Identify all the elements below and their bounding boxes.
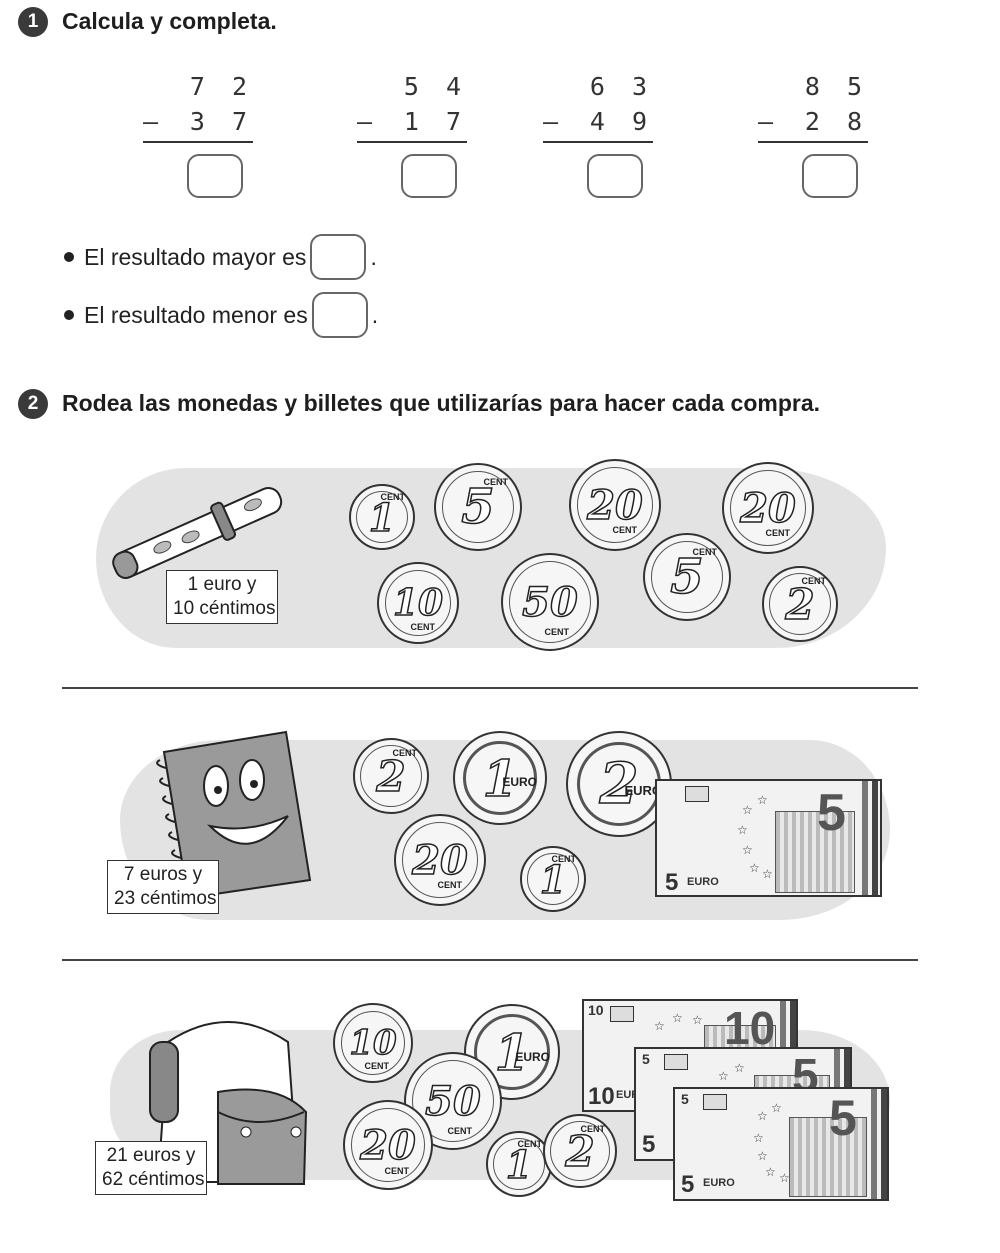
statement-max: El resultado mayor es .: [64, 234, 377, 280]
subtrahend: 2 8: [804, 107, 868, 136]
subtraction-3: 6 3 – 4 9: [543, 70, 653, 200]
separator-line: [62, 959, 918, 961]
statement-min: El resultado menor es .: [64, 292, 378, 338]
exercise-2-title: Rodea las monedas y billetes que utiliza…: [62, 390, 821, 416]
bullet-dot: [64, 310, 74, 320]
period: .: [371, 301, 379, 328]
price-line-2: 10 céntimos: [173, 598, 276, 619]
separator-line: [62, 687, 918, 689]
result-line: [543, 141, 653, 143]
minus-sign: –: [543, 107, 559, 136]
answer-box[interactable]: [401, 154, 457, 198]
minus-sign: –: [143, 107, 159, 136]
bill-5-euro[interactable]: ☆☆☆☆☆☆ 5 5 5 EURO: [673, 1087, 889, 1201]
minuend: 5 4: [403, 72, 467, 101]
minuend: 6 3: [589, 72, 653, 101]
price-tag-backpack: 21 euros y 62 céntimos: [95, 1141, 207, 1195]
min-answer-box[interactable]: [311, 292, 368, 338]
price-line-2: 62 céntimos: [102, 1169, 205, 1190]
result-line: [357, 141, 467, 143]
answer-box[interactable]: [587, 154, 643, 198]
result-line: [758, 141, 868, 143]
result-line: [143, 141, 253, 143]
subtrahend: 1 7: [403, 107, 467, 136]
minuend: 7 2: [189, 72, 253, 101]
subtraction-1: 7 2 – 3 7: [143, 70, 253, 200]
price-line-1: 7 euros y: [123, 864, 203, 885]
subtraction-2: 5 4 – 1 7: [357, 70, 467, 200]
answer-box[interactable]: [802, 154, 858, 198]
notebook-illustration: [156, 730, 312, 895]
price-line-2: 23 céntimos: [114, 888, 217, 909]
price-tag-notebook: 7 euros y 23 céntimos: [107, 860, 219, 914]
subtrahend: 4 9: [589, 107, 653, 136]
exercise-1-badge: 1: [18, 7, 48, 37]
minus-sign: –: [357, 107, 373, 136]
exercise-2-badge: 2: [18, 389, 48, 419]
minuend: 8 5: [804, 72, 868, 101]
bullet-dot: [64, 252, 74, 262]
subtraction-4: 8 5 – 2 8: [758, 70, 868, 200]
answer-box[interactable]: [187, 154, 243, 198]
price-line-1: 21 euros y: [106, 1145, 196, 1166]
period: .: [370, 243, 377, 270]
exercise-1-title: Calcula y completa.: [62, 8, 277, 34]
bill-5-euro[interactable]: ☆☆☆☆☆☆ 5 5 EURO: [655, 779, 882, 897]
statement-min-text: El resultado menor es: [84, 301, 308, 328]
statement-max-text: El resultado mayor es: [84, 243, 307, 270]
pen-illustration: [112, 487, 283, 579]
price-line-1: 1 euro y: [187, 574, 257, 595]
subtrahend: 3 7: [189, 107, 253, 136]
max-answer-box[interactable]: [310, 234, 367, 280]
minus-sign: –: [758, 107, 774, 136]
price-tag-pen: 1 euro y 10 céntimos: [166, 570, 278, 624]
